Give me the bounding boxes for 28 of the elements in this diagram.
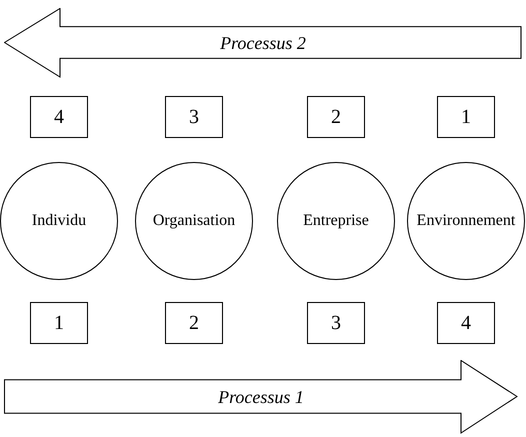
number-label: 3 [331, 312, 341, 334]
number-box [30, 96, 88, 138]
number-label: 3 [189, 106, 199, 128]
stage-label: Environnement [416, 212, 516, 230]
stage-circle [277, 162, 395, 280]
stage-label: Organisation [152, 212, 236, 230]
number-box [30, 302, 88, 344]
number-box [165, 96, 223, 138]
number-label: 2 [331, 106, 341, 128]
number-box [165, 302, 223, 344]
stage-label: Individu [32, 212, 86, 230]
number-box [437, 96, 495, 138]
number-label: 1 [461, 106, 471, 128]
number-box [307, 96, 365, 138]
number-label: 4 [461, 312, 471, 334]
process-label: Processus 2 [220, 32, 306, 54]
number-label: 4 [54, 106, 64, 128]
number-box [437, 302, 495, 344]
process-label: Processus 1 [218, 386, 304, 408]
number-label: 2 [189, 312, 199, 334]
number-box [307, 302, 365, 344]
number-label: 1 [54, 312, 64, 334]
stage-circle [0, 162, 118, 280]
process-arrow [4, 360, 518, 434]
stage-circle [135, 162, 253, 280]
stage-circle [407, 162, 525, 280]
process-arrow [4, 8, 522, 78]
stage-label: Entreprise [303, 212, 369, 230]
